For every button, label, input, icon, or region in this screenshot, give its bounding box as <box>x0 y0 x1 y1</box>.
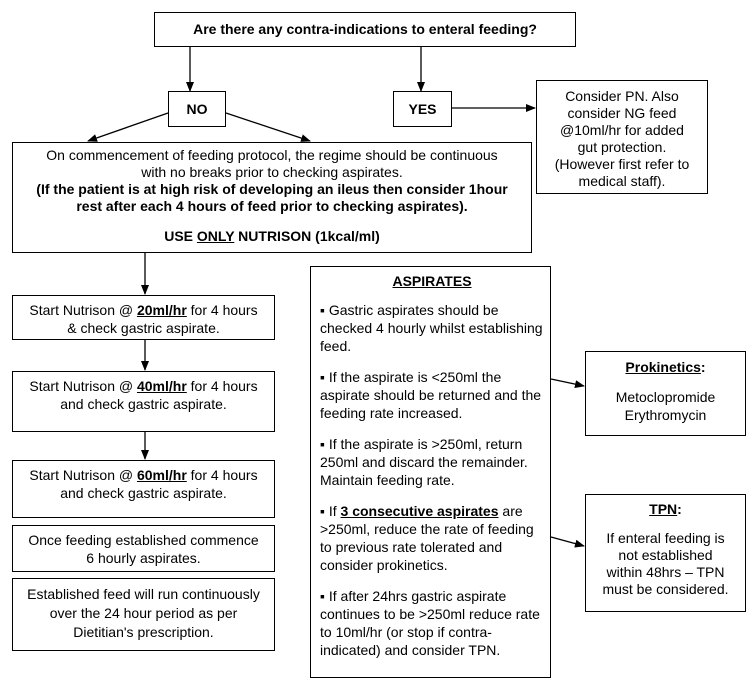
aspirates-item3: ▪ If the aspirate is >250ml, return 250m… <box>320 435 544 489</box>
aspirates-item4: ▪ If 3 consecutive aspirates are >250ml,… <box>320 502 544 574</box>
tpn-line2: not established <box>618 547 713 563</box>
arrow-no-to-protocol-left <box>87 112 169 142</box>
step2-rate: 40ml/hr <box>136 378 187 394</box>
tpn-line3: within 48hrs – TPN <box>606 564 725 580</box>
step3-rate: 60ml/hr <box>136 467 187 483</box>
aspirates-item1: ▪ Gastric aspirates should be checked 4 … <box>320 301 544 355</box>
tpn-box: TPN: If enteral feeding is not establish… <box>585 494 746 612</box>
tpn-line1: If enteral feeding is <box>606 530 725 546</box>
step3-pre: Start Nutrison @ <box>29 467 137 483</box>
yes-box: YES <box>393 91 452 127</box>
arrow-aspirates-to-prokinetics <box>550 378 585 389</box>
established-line1: Once feeding established commence <box>28 532 259 548</box>
prokinetics-drug2: Erythromycin <box>624 407 707 423</box>
bullet-icon: ▪ <box>320 302 325 318</box>
aspirates-item5: ▪ If after 24hrs gastric aspirate contin… <box>320 587 544 659</box>
step3-line2: and check gastric aspirate. <box>60 485 227 501</box>
aspirates-item4-post: are >250ml, reduce the rate of feeding t… <box>320 503 534 573</box>
tpn-title: TPN <box>649 501 678 517</box>
continuous-line1: Established feed will run continuously <box>27 586 260 602</box>
bullet-icon: ▪ <box>320 503 325 519</box>
question-text: Are there any contra-indications to ente… <box>193 21 537 37</box>
step1-line1: Start Nutrison @ 20ml/hr for 4 hours <box>13 301 274 319</box>
consider-pn-box: Consider PN. Also consider NG feed @10ml… <box>536 80 708 194</box>
protocol-line1: On commencement of feeding protocol, the… <box>46 147 498 163</box>
use-pre: USE <box>164 228 197 244</box>
step2-line2: and check gastric aspirate. <box>60 396 227 412</box>
prokinetics-heading: Prokinetics: <box>586 358 745 376</box>
step1-post: for 4 hours <box>186 302 258 318</box>
pn-line2: consider NG feed <box>567 105 677 121</box>
pn-line6: medical staff). <box>578 173 666 189</box>
protocol-line2: with no breaks prior to checking aspirat… <box>141 164 403 180</box>
arrow-aspirates-to-tpn <box>550 536 585 548</box>
established-line2: 6 hourly aspirates. <box>86 550 201 566</box>
step2-line1: Start Nutrison @ 40ml/hr for 4 hours <box>13 377 274 395</box>
protocol-box: On commencement of feeding protocol, the… <box>12 142 532 253</box>
aspirates-item5-text: If after 24hrs gastric aspirate continue… <box>320 588 540 658</box>
use-only: ONLY <box>196 228 235 244</box>
aspirates-item2: ▪ If the aspirate is <250ml the aspirate… <box>320 368 544 422</box>
bullet-icon: ▪ <box>320 369 325 385</box>
step3-line1: Start Nutrison @ 60ml/hr for 4 hours <box>13 466 274 484</box>
bullet-icon: ▪ <box>320 436 325 452</box>
step1-pre: Start Nutrison @ <box>29 302 137 318</box>
step2-box: Start Nutrison @ 40ml/hr for 4 hours and… <box>12 371 275 432</box>
protocol-bold2: rest after each 4 hours of feed prior to… <box>76 198 468 214</box>
step1-rate: 20ml/hr <box>136 302 187 318</box>
bullet-icon: ▪ <box>320 588 325 604</box>
protocol-use-line: USE ONLY NUTRISON (1kcal/ml) <box>13 228 531 245</box>
aspirates-title: ASPIRATES <box>392 273 472 289</box>
aspirates-item3-text: If the aspirate is >250ml, return 250ml … <box>320 436 528 488</box>
tpn-colon: : <box>677 501 682 517</box>
pn-line3: @10ml/hr for added <box>560 122 684 138</box>
arrow-no-to-protocol-right <box>225 112 311 142</box>
step3-box: Start Nutrison @ 60ml/hr for 4 hours and… <box>12 460 275 518</box>
step3-post: for 4 hours <box>186 467 258 483</box>
step1-box: Start Nutrison @ 20ml/hr for 4 hours & c… <box>12 295 275 340</box>
aspirates-item4-pre: If <box>328 503 341 519</box>
aspirates-item2-text: If the aspirate is <250ml the aspirate s… <box>320 369 542 421</box>
no-box: NO <box>168 91 226 127</box>
prokinetics-colon: : <box>700 359 706 375</box>
pn-line1: Consider PN. Also <box>565 88 679 104</box>
step2-post: for 4 hours <box>186 378 258 394</box>
established-box: Once feeding established commence 6 hour… <box>12 525 275 572</box>
tpn-heading: TPN: <box>586 501 745 518</box>
prokinetics-box: Prokinetics: Metoclopromide Erythromycin <box>585 351 746 436</box>
continuous-line3: Dietitian's prescription. <box>73 624 214 640</box>
question-box: Are there any contra-indications to ente… <box>154 12 576 47</box>
tpn-line4: must be considered. <box>602 581 729 597</box>
continuous-box: Established feed will run continuously o… <box>12 578 275 651</box>
step1-line2: & check gastric aspirate. <box>67 320 220 336</box>
prokinetics-title: Prokinetics <box>625 359 701 375</box>
aspirates-item4-underlined: 3 consecutive aspirates <box>340 503 499 519</box>
pn-line5: (However first refer to <box>554 156 690 172</box>
yes-label: YES <box>408 101 437 117</box>
aspirates-item1-text: Gastric aspirates should be checked 4 ho… <box>320 302 543 354</box>
continuous-line2: over the 24 hour period as per <box>49 605 238 621</box>
pn-line4: gut protection. <box>577 139 667 155</box>
prokinetics-drug1: Metoclopromide <box>615 389 716 405</box>
use-post: NUTRISON (1kcal/ml) <box>234 228 380 244</box>
no-label: NO <box>186 101 208 117</box>
aspirates-box: ASPIRATES ▪ Gastric aspirates should be … <box>310 266 551 678</box>
protocol-bold1: (If the patient is at high risk of devel… <box>36 181 508 197</box>
step2-pre: Start Nutrison @ <box>29 378 137 394</box>
